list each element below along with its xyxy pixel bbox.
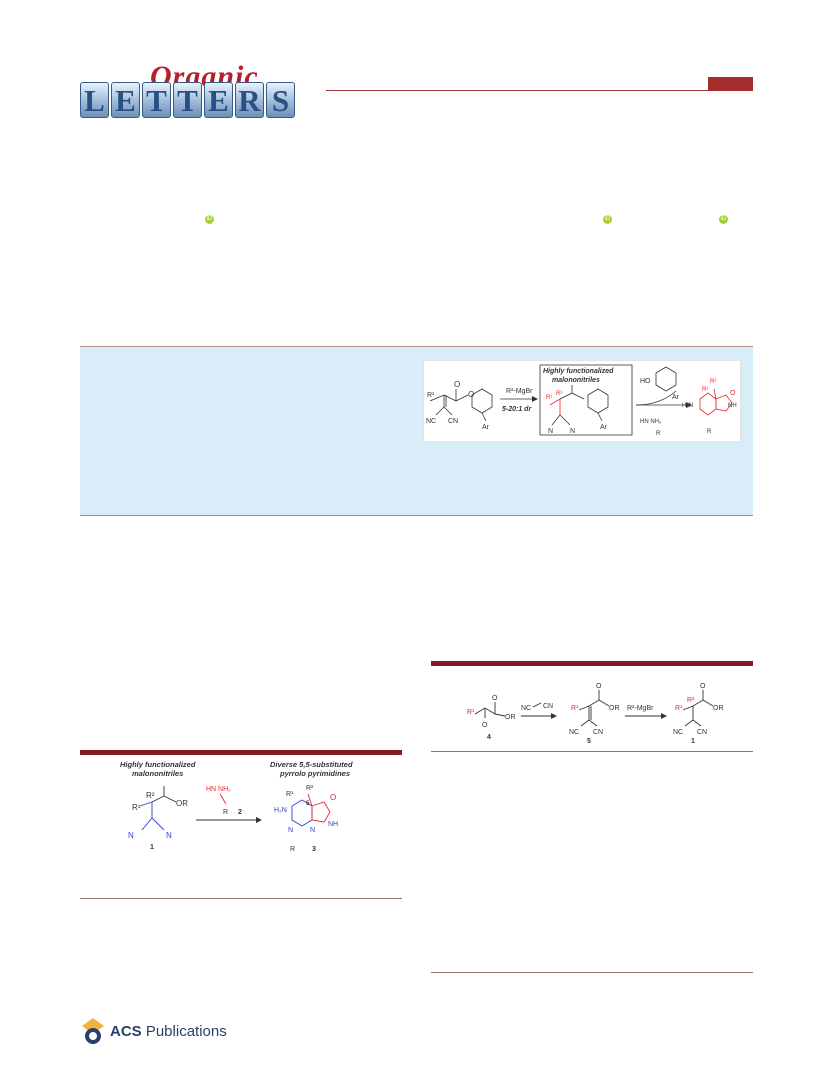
toc-amidine: HN NH₂ [640, 419, 662, 425]
toc-box-title-2: malononitriles [552, 377, 600, 384]
logo-tile: E [111, 82, 140, 118]
scheme1-nh: NH [328, 821, 338, 828]
scheme1-n2: N [166, 831, 172, 840]
orcid-icon[interactable]: iD [603, 215, 612, 224]
journal-logo: Organic L E T T E R S [80, 58, 326, 124]
toc-box-title-1: Highly functionalized [543, 368, 614, 375]
toc-nc: NC [426, 418, 436, 425]
header-rule [326, 90, 753, 91]
scheme2-compound-5: 5 [587, 738, 591, 745]
scheme2-r2-c: R² [687, 697, 695, 704]
scheme1-prod-n1: N [288, 827, 293, 834]
logo-tile: S [266, 82, 295, 118]
toc-prod-r: R [707, 429, 712, 435]
scheme2-nc-c: NC [673, 729, 683, 736]
scheme2-reagent-nc: NC [521, 705, 531, 712]
scheme1-position: 5 [306, 801, 310, 807]
svg-text:O: O [330, 793, 336, 802]
acs-publications-logo[interactable]: ACS Publications [80, 1016, 240, 1046]
svg-text:O: O [730, 390, 736, 397]
scheme2-svg: R¹ O O OR 4 NC CN R¹ O OR NC CN 5 R²-MgB… [467, 683, 724, 745]
scheme1-left-title-2: malononitriles [132, 769, 183, 778]
scheme2-bottom-rule [431, 751, 753, 752]
toc-scheme-svg: O O R¹ NC CN Ar R²-MgBr 5-20:1 dr Highly… [426, 364, 737, 437]
scheme1-svg: Highly functionalized malononitriles Div… [120, 760, 353, 853]
scheme1-top-rule [80, 750, 402, 755]
toc-box-ar: Ar [600, 424, 608, 431]
svg-text:O: O [468, 390, 474, 399]
toc-nh: NH [728, 403, 737, 409]
svg-text:O: O [596, 683, 602, 690]
scheme1-prod-r: R [290, 846, 295, 853]
scheme2-or-c: OR [713, 705, 724, 712]
toc-aux-ar: Ar [672, 394, 680, 401]
acs-emblem-icon [82, 1018, 104, 1044]
scheme2-figure: R¹ O O OR 4 NC CN R¹ O OR NC CN 5 R²-MgB… [431, 676, 753, 746]
right-column-bottom-rule [431, 972, 753, 973]
toc-ho: HO [640, 378, 651, 385]
logo-tile: T [142, 82, 171, 118]
scheme2-compound-4: 4 [487, 734, 491, 741]
scheme1-n1: N [128, 831, 134, 840]
toc-product-box [539, 364, 633, 436]
toc-box-n1: N [548, 428, 553, 435]
toc-box-r1: R¹ [546, 395, 552, 401]
scheme1-r1: R¹ [132, 803, 141, 812]
logo-tile: L [80, 82, 109, 118]
scheme1-figure: Highly functionalized malononitriles Div… [80, 756, 402, 896]
toc-h2n: H₂N [682, 403, 693, 409]
scheme2-or-b: OR [609, 705, 620, 712]
toc-r1: R¹ [427, 392, 435, 399]
scheme1-amidine: HN NH₂ [206, 786, 231, 793]
scheme2-r1-b: R¹ [571, 705, 579, 712]
scheme1-prod-n2: N [310, 827, 315, 834]
scheme1-compound-1: 1 [150, 844, 154, 851]
toc-reagent: R²-MgBr [506, 388, 533, 395]
scheme1-right-title-1: Diverse 5,5-substituted [270, 760, 353, 769]
logo-tile: R [235, 82, 264, 118]
scheme2-compound-1: 1 [691, 738, 695, 745]
svg-text:O: O [700, 683, 706, 690]
scheme1-right-title-2: pyrrolo pyrimidines [279, 769, 350, 778]
scheme1-prod-r2: R² [306, 785, 314, 792]
toc-dr: 5-20:1 dr [502, 406, 532, 413]
acs-publications-text: ACS Publications [110, 1023, 227, 1040]
orcid-icon[interactable]: iD [205, 215, 214, 224]
scheme1-compound-2: 2 [238, 809, 242, 816]
toc-box-n2: N [570, 428, 575, 435]
toc-ar: Ar [482, 424, 490, 431]
scheme2-nc-b: NC [569, 729, 579, 736]
scheme1-or: OR [176, 799, 188, 808]
toc-prod-r1: R¹ [702, 387, 708, 393]
scheme1-compound-3: 3 [312, 846, 316, 853]
scheme2-r1-c: R¹ [675, 705, 683, 712]
scheme1-h2n: H₂N [274, 807, 287, 814]
scheme1-r2: R² [146, 791, 155, 800]
journal-logo-tiles: L E T T E R S [80, 82, 295, 118]
toc-prod-r2: R² [710, 379, 716, 385]
scheme2-r1-a: R¹ [467, 709, 475, 716]
toc-cn: CN [448, 418, 458, 425]
toc-amidine-r: R [656, 431, 661, 437]
svg-text:O: O [492, 695, 498, 702]
scheme1-bottom-rule [80, 898, 402, 899]
letter-type-badge [708, 77, 753, 91]
scheme2-or-a: OR [505, 714, 516, 721]
scheme2-cn-c: CN [697, 729, 707, 736]
scheme2-grignard: R²-MgBr [627, 705, 654, 712]
scheme2-top-rule [431, 661, 753, 666]
logo-tile: T [173, 82, 202, 118]
toc-graphic: O O R¹ NC CN Ar R²-MgBr 5-20:1 dr Highly… [423, 360, 741, 442]
scheme2-reagent-cn: CN [543, 703, 553, 710]
logo-tile: E [204, 82, 233, 118]
scheme1-left-title-1: Highly functionalized [120, 760, 196, 769]
svg-text:O: O [454, 380, 460, 389]
scheme1-prod-r1: R¹ [286, 791, 294, 798]
svg-text:O: O [482, 722, 488, 729]
toc-box-r2: R² [556, 391, 562, 397]
scheme2-cn-b: CN [593, 729, 603, 736]
orcid-icon[interactable]: iD [719, 215, 728, 224]
scheme1-amidine-r: R [223, 809, 228, 816]
